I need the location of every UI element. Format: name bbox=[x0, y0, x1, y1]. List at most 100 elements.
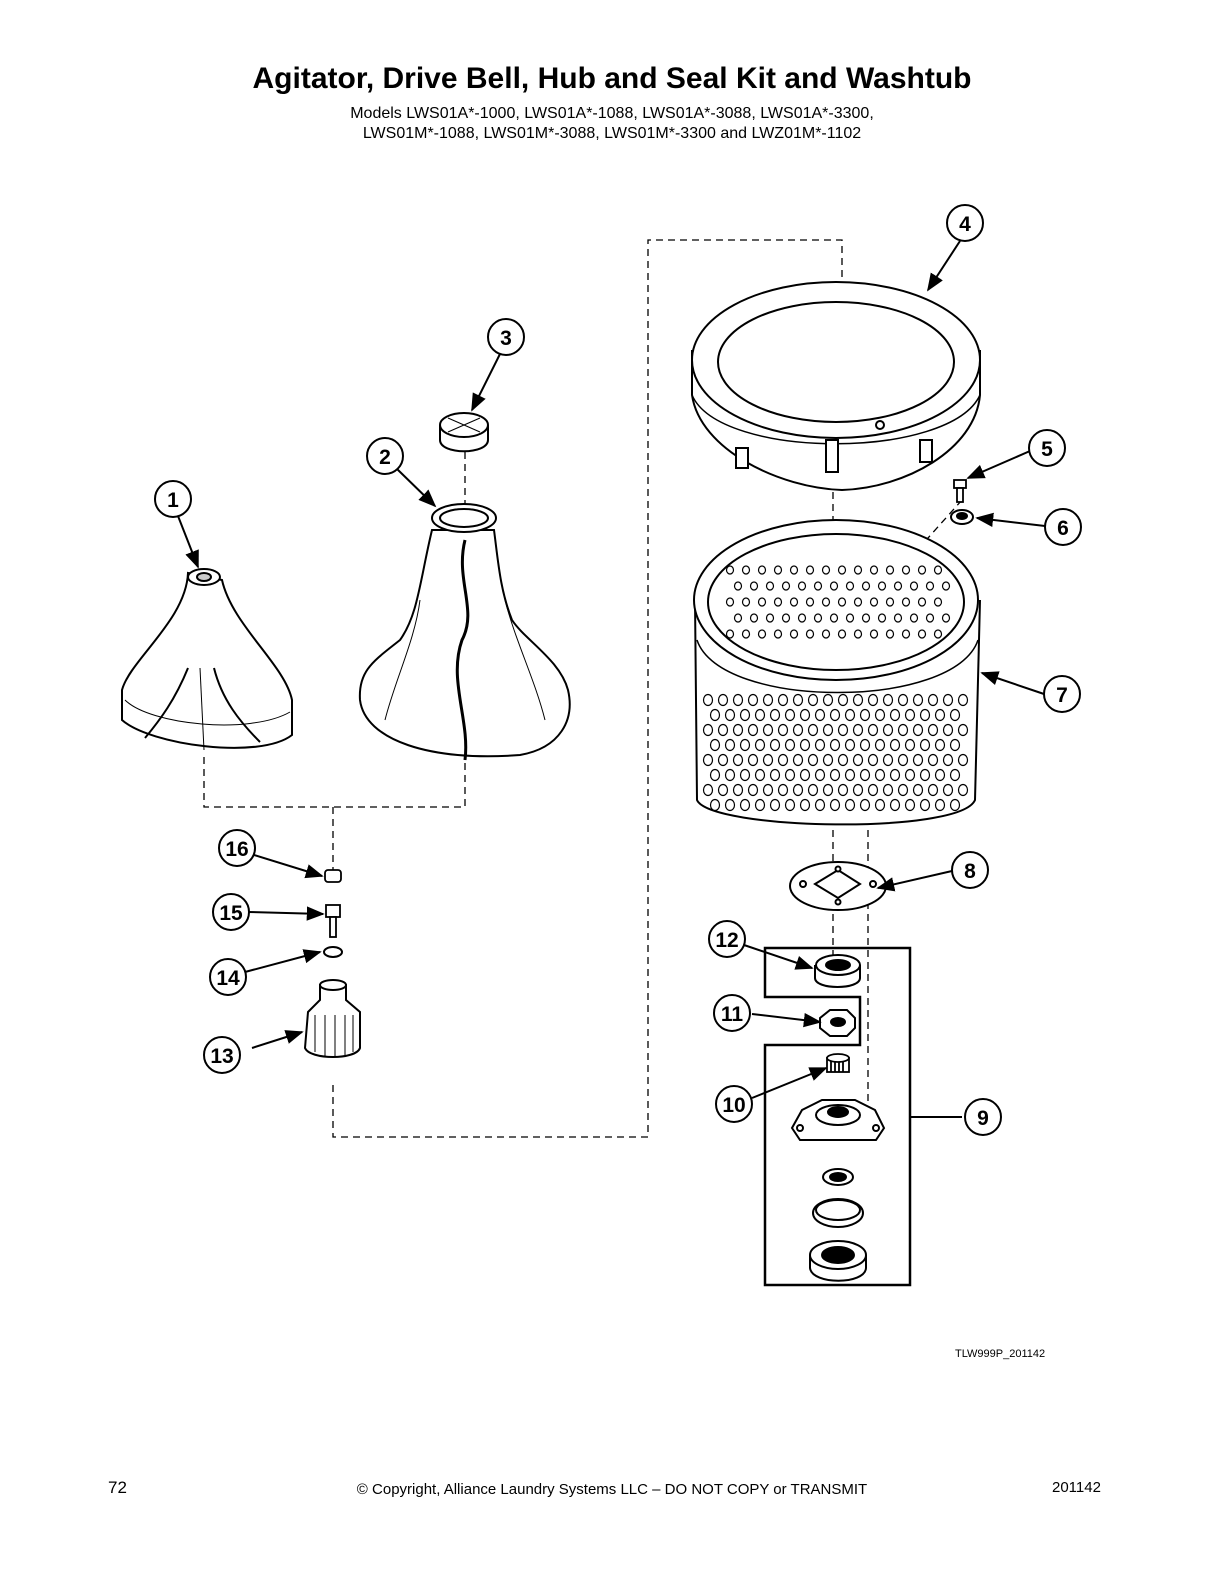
page-number: 72 bbox=[108, 1478, 127, 1497]
hub-part bbox=[790, 1099, 886, 1141]
perforation-hole bbox=[777, 693, 789, 707]
perforation-hole bbox=[904, 768, 916, 782]
perforation-hole bbox=[917, 565, 927, 575]
perforation-hole bbox=[822, 693, 834, 707]
svg-text:5: 5 bbox=[1041, 438, 1053, 461]
perforation-hole bbox=[821, 597, 831, 607]
perforation-hole bbox=[912, 693, 924, 707]
callout-14: 14 bbox=[209, 958, 247, 996]
perforation-hole bbox=[777, 783, 789, 797]
perforation-hole bbox=[762, 723, 774, 737]
model-list-line-1: Models LWS01A*-1000, LWS01A*-1088, LWS01… bbox=[350, 105, 874, 122]
perforation-hole bbox=[754, 798, 766, 812]
perforation-hole bbox=[957, 723, 969, 737]
perforation-hole bbox=[897, 783, 909, 797]
svg-text:14: 14 bbox=[216, 967, 240, 990]
perforation-hole bbox=[733, 613, 743, 623]
perforation-hole bbox=[889, 708, 901, 722]
perforation-hole bbox=[749, 581, 759, 591]
callout-1: 1 bbox=[154, 480, 192, 518]
perforation-hole bbox=[813, 613, 823, 623]
hub-seal-small bbox=[822, 1168, 854, 1186]
svg-text:12: 12 bbox=[715, 929, 738, 952]
perforation-hole bbox=[859, 798, 871, 812]
perforation-hole bbox=[717, 723, 729, 737]
perforation-hole bbox=[807, 753, 819, 767]
callout-6: 6 bbox=[1044, 508, 1082, 546]
model-list: Models LWS01A*-1000, LWS01A*-1088, LWS01… bbox=[0, 104, 1224, 144]
callout-16: 16 bbox=[218, 829, 256, 867]
perforation-hole bbox=[901, 597, 911, 607]
perforation-hole bbox=[837, 753, 849, 767]
perforation-hole bbox=[901, 565, 911, 575]
perforation-hole bbox=[747, 723, 759, 737]
perforation-hole bbox=[807, 783, 819, 797]
perforation-hole bbox=[789, 565, 799, 575]
perforation-hole bbox=[889, 738, 901, 752]
callout-12: 12 bbox=[708, 920, 746, 958]
perforation-hole bbox=[717, 753, 729, 767]
perforation-hole bbox=[837, 723, 849, 737]
perforation-hole bbox=[904, 798, 916, 812]
perforation-hole bbox=[769, 708, 781, 722]
perforation-hole bbox=[805, 597, 815, 607]
perforation-hole bbox=[709, 768, 721, 782]
perforation-hole bbox=[934, 798, 946, 812]
washtub-basket-part bbox=[693, 519, 981, 826]
perforation-hole bbox=[814, 798, 826, 812]
perforation-hole bbox=[724, 738, 736, 752]
perforation-hole bbox=[732, 693, 744, 707]
perforation-hole bbox=[733, 581, 743, 591]
svg-text:13: 13 bbox=[210, 1045, 233, 1068]
perforation-hole bbox=[813, 581, 823, 591]
perforation-hole bbox=[882, 693, 894, 707]
copyright-notice: © Copyright, Alliance Laundry Systems LL… bbox=[356, 1481, 868, 1498]
perforation-hole bbox=[829, 708, 841, 722]
perforation-hole bbox=[799, 708, 811, 722]
perforation-hole bbox=[957, 693, 969, 707]
perforation-hole bbox=[773, 629, 783, 639]
svg-text:11: 11 bbox=[721, 1003, 744, 1026]
perforation-hole bbox=[754, 738, 766, 752]
perforation-hole bbox=[949, 738, 961, 752]
svg-text:4: 4 bbox=[959, 213, 971, 236]
svg-text:3: 3 bbox=[500, 327, 512, 350]
perforation-hole bbox=[852, 783, 864, 797]
perforation-hole bbox=[869, 629, 879, 639]
perforation-hole bbox=[852, 753, 864, 767]
perforation-hole bbox=[867, 723, 879, 737]
perforation-hole bbox=[927, 693, 939, 707]
perforation-hole bbox=[925, 613, 935, 623]
perforation-hole bbox=[934, 738, 946, 752]
agitator-bolt-part bbox=[325, 904, 341, 938]
perforation-hole bbox=[792, 723, 804, 737]
perforation-hole bbox=[799, 798, 811, 812]
perforation-hole bbox=[882, 783, 894, 797]
perforation-hole bbox=[747, 753, 759, 767]
perforation-hole bbox=[917, 629, 927, 639]
agitator-washer-part bbox=[323, 946, 343, 958]
perforation-hole bbox=[821, 565, 831, 575]
perforation-hole bbox=[792, 693, 804, 707]
perforation-hole bbox=[781, 613, 791, 623]
perforation-hole bbox=[822, 753, 834, 767]
perforation-hole bbox=[897, 723, 909, 737]
perforation-hole bbox=[702, 693, 714, 707]
perforation-hole bbox=[724, 708, 736, 722]
perforation-hole bbox=[821, 629, 831, 639]
perforation-hole bbox=[702, 753, 714, 767]
perforation-hole bbox=[904, 708, 916, 722]
callout-5: 5 bbox=[1028, 429, 1066, 467]
bolt-part bbox=[953, 479, 967, 503]
perforation-hole bbox=[762, 693, 774, 707]
svg-text:7: 7 bbox=[1056, 684, 1068, 707]
perforation-hole bbox=[741, 597, 751, 607]
perforation-hole bbox=[709, 798, 721, 812]
perforation-hole bbox=[789, 629, 799, 639]
perforation-hole bbox=[942, 783, 954, 797]
perforation-hole bbox=[781, 581, 791, 591]
perforation-hole bbox=[925, 581, 935, 591]
tub-ring-part bbox=[691, 281, 981, 492]
perforation-hole bbox=[837, 783, 849, 797]
